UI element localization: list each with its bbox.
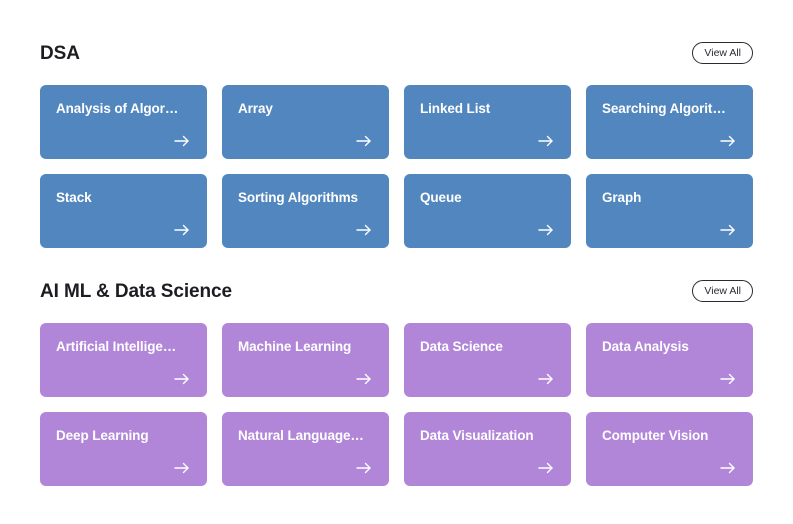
view-all-button-ai-ml-data-science[interactable]: View All xyxy=(692,280,753,302)
topic-card[interactable]: Computer Vision xyxy=(586,412,753,486)
arrow-right-icon xyxy=(537,133,555,149)
topic-card[interactable]: Linked List xyxy=(404,85,571,159)
arrow-right-icon xyxy=(719,133,737,149)
section-dsa: DSA View All Analysis of Algor… Array Li… xyxy=(40,0,753,248)
topic-card[interactable]: Queue xyxy=(404,174,571,248)
topic-card-label: Data Science xyxy=(420,340,503,354)
topic-card-label: Computer Vision xyxy=(602,429,709,443)
section-ai-ml-data-science: AI ML & Data Science View All Artificial… xyxy=(40,248,753,486)
arrow-right-icon xyxy=(537,460,555,476)
view-all-button-dsa[interactable]: View All xyxy=(692,42,753,64)
arrow-right-icon xyxy=(537,371,555,387)
section-header-dsa: DSA View All xyxy=(40,38,753,68)
topic-card-label: Searching Algorit… xyxy=(602,102,726,116)
topic-card-label: Data Visualization xyxy=(420,429,534,443)
section-header-ai-ml-data-science: AI ML & Data Science View All xyxy=(40,276,753,306)
arrow-right-icon xyxy=(173,460,191,476)
arrow-right-icon xyxy=(537,222,555,238)
topic-card[interactable]: Data Visualization xyxy=(404,412,571,486)
topic-card[interactable]: Sorting Algorithms xyxy=(222,174,389,248)
topic-card[interactable]: Deep Learning xyxy=(40,412,207,486)
section-title-dsa: DSA xyxy=(40,42,80,64)
arrow-right-icon xyxy=(719,371,737,387)
topic-card-label: Array xyxy=(238,102,273,116)
topic-card-label: Queue xyxy=(420,191,462,205)
topic-card[interactable]: Searching Algorit… xyxy=(586,85,753,159)
topic-card-label: Natural Language… xyxy=(238,429,364,443)
topic-card[interactable]: Analysis of Algor… xyxy=(40,85,207,159)
topic-card[interactable]: Array xyxy=(222,85,389,159)
arrow-right-icon xyxy=(173,222,191,238)
arrow-right-icon xyxy=(719,460,737,476)
topic-card[interactable]: Data Science xyxy=(404,323,571,397)
topic-card[interactable]: Stack xyxy=(40,174,207,248)
topic-card-label: Machine Learning xyxy=(238,340,352,354)
card-grid-dsa: Analysis of Algor… Array Linked List Sea… xyxy=(40,85,753,248)
topic-card[interactable]: Data Analysis xyxy=(586,323,753,397)
arrow-right-icon xyxy=(173,371,191,387)
topic-card-label: Stack xyxy=(56,191,92,205)
arrow-right-icon xyxy=(355,133,373,149)
topic-card-label: Deep Learning xyxy=(56,429,149,443)
topic-card-label: Artificial Intellige… xyxy=(56,340,177,354)
arrow-right-icon xyxy=(355,371,373,387)
topic-card[interactable]: Graph xyxy=(586,174,753,248)
topic-card[interactable]: Natural Language… xyxy=(222,412,389,486)
card-grid-ai-ml-data-science: Artificial Intellige… Machine Learning D… xyxy=(40,323,753,486)
arrow-right-icon xyxy=(355,460,373,476)
section-title-ai-ml-data-science: AI ML & Data Science xyxy=(40,280,232,302)
topic-card[interactable]: Artificial Intellige… xyxy=(40,323,207,397)
topic-card[interactable]: Machine Learning xyxy=(222,323,389,397)
topic-card-label: Data Analysis xyxy=(602,340,689,354)
topic-card-label: Linked List xyxy=(420,102,491,116)
topic-card-label: Graph xyxy=(602,191,642,205)
arrow-right-icon xyxy=(719,222,737,238)
topic-card-label: Sorting Algorithms xyxy=(238,191,358,205)
arrow-right-icon xyxy=(173,133,191,149)
topic-card-label: Analysis of Algor… xyxy=(56,102,179,116)
arrow-right-icon xyxy=(355,222,373,238)
